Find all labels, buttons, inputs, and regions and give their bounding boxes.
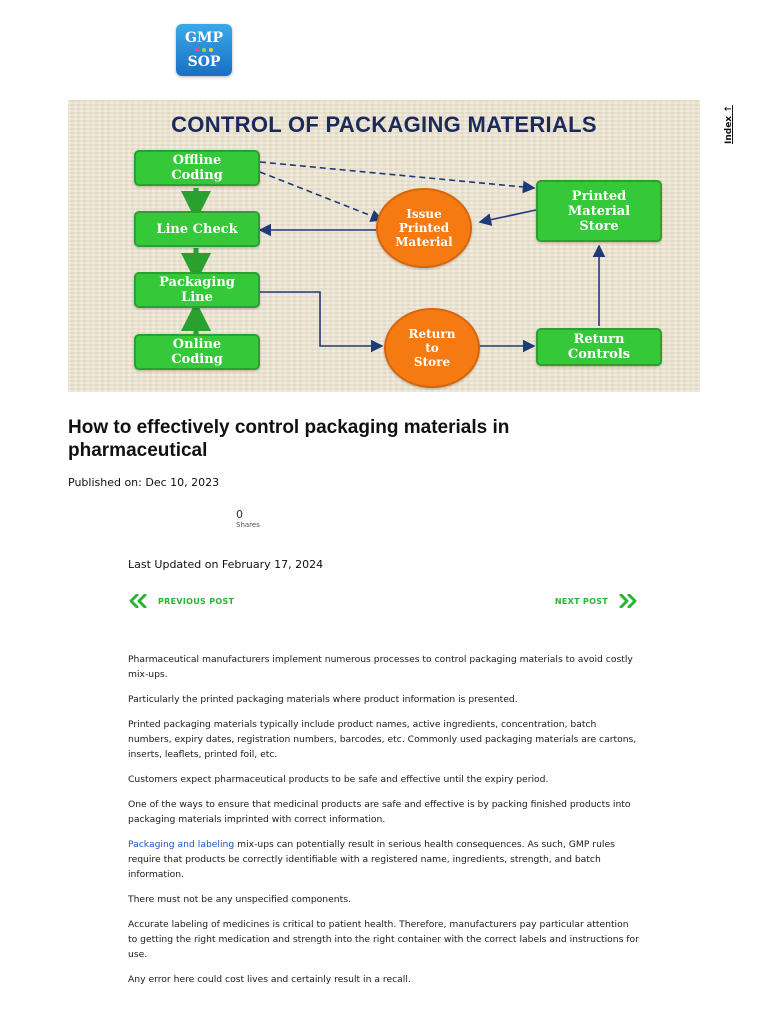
paragraph: Pharmaceutical manufacturers implement n… bbox=[128, 654, 633, 680]
gmp-sop-logo[interactable]: GMP SOP bbox=[176, 24, 232, 76]
previous-post-link[interactable]: PREVIOUS POST bbox=[128, 594, 234, 608]
next-post-label: NEXT POST bbox=[554, 596, 608, 606]
node-line-check: Line Check bbox=[134, 211, 260, 247]
index-label: Index bbox=[724, 115, 734, 144]
node-issue-printed-material: Issue Printed Material bbox=[376, 188, 472, 268]
index-tab[interactable]: Index ↑ bbox=[722, 105, 738, 146]
paragraph: Accurate labeling of medicines is critic… bbox=[128, 919, 639, 960]
node-offline-coding: Offline Coding bbox=[134, 150, 260, 186]
double-chevron-left-icon bbox=[129, 594, 147, 608]
node-online-coding: Online Coding bbox=[134, 334, 260, 370]
paragraph: Printed packaging materials typically in… bbox=[128, 719, 637, 760]
paragraph: Particularly the printed packaging mater… bbox=[128, 694, 518, 705]
article-body: Pharmaceutical manufacturers implement n… bbox=[128, 652, 640, 997]
hero-diagram: CONTROL OF PACKAGING MATERIALS Offline C… bbox=[68, 100, 700, 392]
post-navigation: PREVIOUS POST NEXT POST bbox=[128, 594, 638, 612]
logo-text-bottom: SOP bbox=[187, 54, 221, 70]
shares-label: Shares bbox=[236, 521, 260, 529]
paragraph: Packaging and labeling mix-ups can poten… bbox=[128, 837, 640, 882]
share-counter: 0 Shares bbox=[236, 508, 260, 529]
node-return-controls: Return Controls bbox=[536, 328, 662, 366]
diagram-title: CONTROL OF PACKAGING MATERIALS bbox=[171, 112, 597, 137]
paragraph-text: mix-ups can potentially result in seriou… bbox=[128, 839, 615, 880]
double-chevron-right-icon bbox=[619, 594, 637, 608]
paragraph: Customers expect pharmaceutical products… bbox=[128, 774, 549, 785]
arrow-up-icon: ↑ bbox=[724, 105, 734, 113]
next-post-link[interactable]: NEXT POST bbox=[555, 594, 638, 608]
node-packaging-line: Packaging Line bbox=[134, 272, 260, 308]
node-return-to-store: Return to Store bbox=[384, 308, 480, 388]
paragraph: There must not be any unspecified compon… bbox=[128, 894, 351, 905]
previous-post-label: PREVIOUS POST bbox=[158, 596, 235, 606]
last-updated: Last Updated on February 17, 2024 bbox=[128, 558, 324, 571]
paragraph: One of the ways to ensure that medicinal… bbox=[128, 799, 631, 825]
paragraph: Any error here could cost lives and cert… bbox=[128, 974, 411, 985]
packaging-labeling-link[interactable]: Packaging and labeling bbox=[128, 839, 235, 850]
logo-text-top: GMP bbox=[185, 30, 223, 46]
node-printed-material-store: Printed Material Store bbox=[536, 180, 662, 242]
published-date: Published on: Dec 10, 2023 bbox=[68, 476, 220, 489]
article-headline: How to effectively control packaging mat… bbox=[68, 417, 510, 461]
logo-dots bbox=[176, 45, 232, 55]
shares-count: 0 bbox=[236, 508, 243, 521]
